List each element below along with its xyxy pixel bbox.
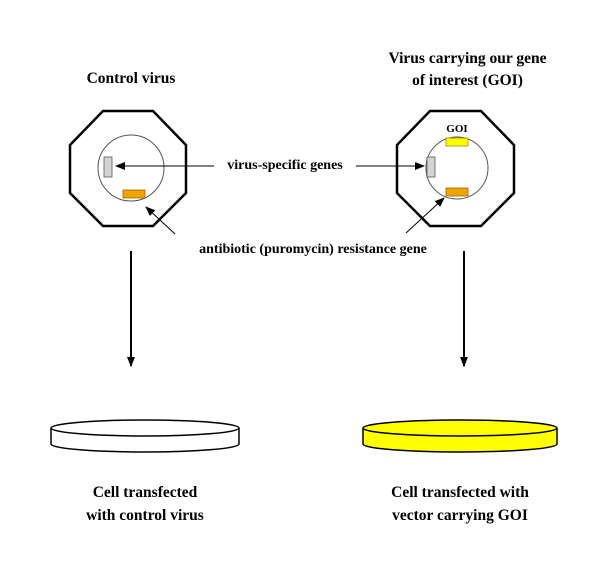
goi-virus	[395, 109, 516, 228]
goi-gene	[445, 137, 469, 147]
goi-caption-line2: vector carrying GOI	[392, 507, 528, 524]
goi-virus-title-line2: of interest (GOI)	[412, 72, 523, 89]
goi-plate-top	[362, 419, 558, 437]
control-resistance-gene	[122, 189, 146, 199]
control-virus	[68, 109, 188, 228]
control-caption-line1: Cell transfected	[92, 484, 198, 501]
control-virus-title: Control virus	[86, 70, 176, 87]
control-virus-genome	[97, 134, 165, 202]
control-virus-specific-gene	[103, 156, 113, 178]
goi-virus-title-line1: Virus carrying our gene	[388, 50, 547, 67]
goi-culture-plate	[362, 419, 558, 453]
arrow-resistance-right	[405, 197, 445, 234]
control-plate-top	[50, 419, 240, 437]
goi-virus-specific-gene	[426, 156, 436, 178]
control-caption-line2: with control virus	[86, 507, 204, 524]
arrow-resistance-left	[145, 206, 176, 235]
goi-resistance-gene	[445, 187, 469, 197]
goi-virus-capsid	[395, 109, 516, 228]
goi-virus-genome	[425, 136, 489, 200]
virus-specific-genes-label: virus-specific genes	[227, 158, 343, 173]
control-virus-capsid	[68, 109, 188, 228]
control-culture-plate	[50, 419, 240, 453]
goi-gene-label: GOI	[446, 123, 468, 135]
resistance-gene-label: antibiotic (puromycin) resistance gene	[199, 242, 427, 257]
goi-caption-line1: Cell transfected with	[391, 484, 529, 501]
